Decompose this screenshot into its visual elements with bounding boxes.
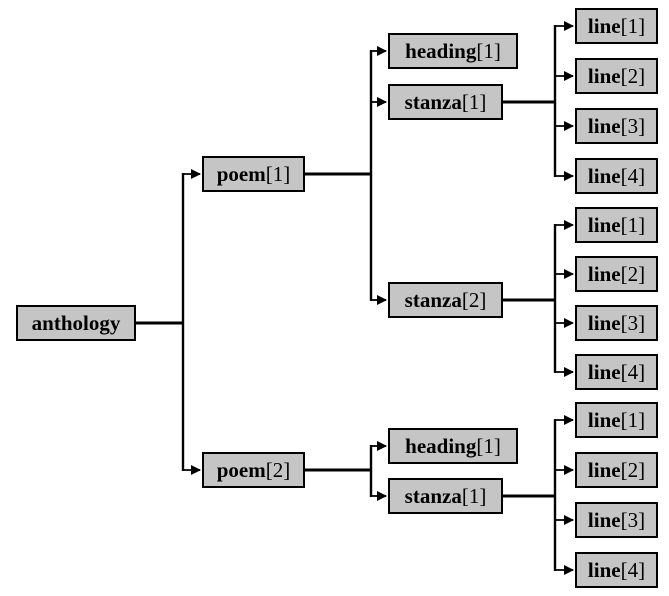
node-poem2-stanza1-line-4: line[4] bbox=[575, 552, 658, 588]
node-index: [4] bbox=[620, 359, 646, 384]
node-index: [1] bbox=[620, 407, 646, 432]
node-poem-1: poem[1] bbox=[202, 156, 305, 192]
node-name: line bbox=[587, 407, 621, 432]
node-name: heading bbox=[405, 433, 477, 458]
node-poem1-stanza1-line-2: line[2] bbox=[575, 58, 658, 94]
connector-poem1-children bbox=[305, 46, 387, 305]
node-index: [1] bbox=[461, 483, 487, 508]
node-index: [1] bbox=[265, 161, 291, 186]
node-poem1-stanza-2: stanza[2] bbox=[388, 282, 503, 318]
node-index: [2] bbox=[461, 287, 487, 312]
node-poem1-stanza-1: stanza[1] bbox=[388, 84, 503, 120]
node-index: [1] bbox=[620, 13, 646, 38]
node-poem2-stanza-1: stanza[1] bbox=[388, 478, 503, 514]
node-name: anthology bbox=[31, 310, 121, 335]
node-name: line bbox=[587, 557, 621, 582]
connector-anthology-children bbox=[136, 169, 201, 475]
connector-poem1-stanza2-children bbox=[503, 220, 574, 377]
node-name: stanza bbox=[404, 287, 462, 312]
connector-poem1-stanza1-children bbox=[503, 21, 574, 181]
node-index: [3] bbox=[620, 507, 646, 532]
node-name: poem bbox=[216, 161, 266, 186]
node-index: [1] bbox=[461, 89, 487, 114]
node-poem1-stanza2-line-1: line[1] bbox=[575, 207, 658, 243]
connector-poem2-children bbox=[305, 441, 387, 501]
node-name: line bbox=[587, 212, 621, 237]
node-name: line bbox=[587, 359, 621, 384]
node-poem2-stanza1-line-3: line[3] bbox=[575, 502, 658, 538]
node-poem1-stanza2-line-2: line[2] bbox=[575, 256, 658, 292]
node-name: line bbox=[587, 13, 621, 38]
connector-poem2-stanza1-children bbox=[503, 415, 574, 575]
node-poem2-heading-1: heading[1] bbox=[388, 428, 518, 464]
node-name: line bbox=[587, 63, 621, 88]
node-poem1-stanza1-line-4: line[4] bbox=[575, 158, 658, 194]
node-index: [3] bbox=[620, 113, 646, 138]
node-name: line bbox=[587, 113, 621, 138]
node-poem-2: poem[2] bbox=[202, 452, 305, 488]
node-name: stanza bbox=[404, 483, 462, 508]
node-index: [4] bbox=[620, 557, 646, 582]
node-poem1-heading-1: heading[1] bbox=[388, 33, 518, 69]
node-name: heading bbox=[405, 38, 477, 63]
node-index: [2] bbox=[620, 457, 646, 482]
node-index: [2] bbox=[265, 457, 291, 482]
node-name: stanza bbox=[404, 89, 462, 114]
node-poem2-stanza1-line-2: line[2] bbox=[575, 452, 658, 488]
node-poem1-stanza1-line-3: line[3] bbox=[575, 108, 658, 144]
node-poem2-stanza1-line-1: line[1] bbox=[575, 402, 658, 438]
node-name: poem bbox=[216, 457, 266, 482]
node-index: [3] bbox=[620, 310, 646, 335]
node-index: [1] bbox=[476, 38, 501, 63]
node-index: [2] bbox=[620, 261, 646, 286]
node-index: [2] bbox=[620, 63, 646, 88]
node-name: line bbox=[587, 507, 621, 532]
node-poem1-stanza2-line-3: line[3] bbox=[575, 305, 658, 341]
node-poem1-stanza2-line-4: line[4] bbox=[575, 354, 658, 390]
node-name: line bbox=[587, 261, 621, 286]
node-name: line bbox=[587, 163, 621, 188]
node-index: [4] bbox=[620, 163, 646, 188]
node-index: [1] bbox=[620, 212, 646, 237]
node-name: line bbox=[587, 310, 621, 335]
node-poem1-stanza1-line-1: line[1] bbox=[575, 8, 658, 44]
node-index: [1] bbox=[476, 433, 501, 458]
node-name: line bbox=[587, 457, 621, 482]
node-anthology: anthology bbox=[16, 305, 136, 341]
